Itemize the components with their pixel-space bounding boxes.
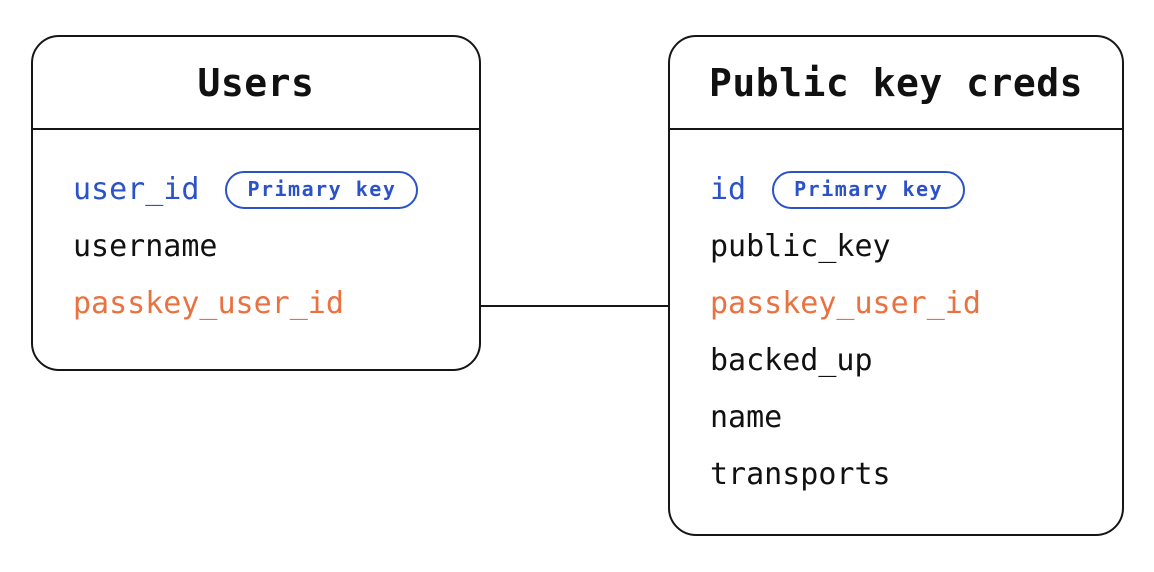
field-name: username bbox=[73, 229, 218, 264]
field-row: passkey_user_id bbox=[710, 275, 1122, 332]
field-name: passkey_user_id bbox=[710, 286, 981, 321]
field-row: username bbox=[73, 218, 479, 275]
table-public-key-creds: Public key creds id Primary key public_k… bbox=[668, 35, 1124, 536]
field-row: user_id Primary key bbox=[73, 161, 479, 218]
field-name: name bbox=[710, 400, 783, 435]
field-name: id bbox=[710, 172, 747, 207]
field-name: public_key bbox=[710, 229, 891, 264]
field-row: name bbox=[710, 389, 1122, 446]
field-name: passkey_user_id bbox=[73, 286, 344, 321]
table-public-key-creds-body: id Primary key public_key passkey_user_i… bbox=[670, 130, 1122, 503]
field-row: public_key bbox=[710, 218, 1122, 275]
field-name: user_id bbox=[73, 172, 200, 207]
table-title: Public key creds bbox=[708, 60, 1084, 105]
field-row: transports bbox=[710, 446, 1122, 503]
relationship-line bbox=[481, 305, 668, 307]
table-title: Users bbox=[197, 60, 315, 105]
table-users-header: Users bbox=[33, 37, 479, 130]
primary-key-badge: Primary key bbox=[225, 170, 419, 209]
field-name: transports bbox=[710, 457, 891, 492]
field-row: backed_up bbox=[710, 332, 1122, 389]
field-name: backed_up bbox=[710, 343, 873, 378]
field-row: id Primary key bbox=[710, 161, 1122, 218]
table-users-body: user_id Primary key username passkey_use… bbox=[33, 130, 479, 332]
table-users: Users user_id Primary key username passk… bbox=[31, 35, 481, 371]
primary-key-badge: Primary key bbox=[772, 170, 966, 209]
table-public-key-creds-header: Public key creds bbox=[670, 37, 1122, 130]
field-row: passkey_user_id bbox=[73, 275, 479, 332]
